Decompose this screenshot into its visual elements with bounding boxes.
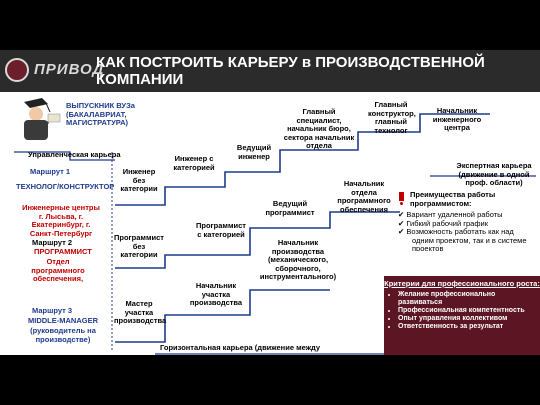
advantages-list: ✔ Вариант удаленной работы ✔ Гибкий рабо…: [398, 210, 538, 252]
criteria-block: Критерии для профессионального роста: Же…: [384, 276, 540, 355]
criteria-item: Желание профессионально развиваться: [398, 291, 540, 307]
step-site-head: Начальник участка производства: [189, 281, 243, 308]
management-career-label: Управленческая карьера: [28, 150, 121, 159]
step-production-head: Начальник производства (механического, с…: [259, 238, 337, 282]
route1-label: Маршрут 1: [30, 167, 71, 176]
advantage-projects-tail: одним проектом, так и в системе: [412, 235, 527, 245]
slide: ПРИВОД КАК ПОСТРОИТЬ КАРЬЕРУ в ПРОИЗВОДС…: [0, 50, 540, 355]
horizontal-career-label: Горизонтальная карьера (движение между: [160, 343, 321, 352]
step-site-foreman: Мастер участка производства: [114, 299, 167, 326]
graduate-figure-icon: [24, 98, 61, 140]
route3-role: MIDDLE-MANAGER: [28, 316, 98, 325]
expert-career-label: Экспертная карьера (движение в одной про…: [456, 161, 532, 188]
criteria-item: Ответственность за результат: [398, 323, 540, 331]
route2-department: Отдел программного обеспечения,: [31, 257, 85, 284]
step-engineer-no-category: Инженер без категории: [120, 167, 158, 194]
advantages-title: Преимущества работы программистом:: [410, 190, 496, 208]
header-bar: ПРИВОД КАК ПОСТРОИТЬ КАРЬЕРУ в ПРОИЗВОДС…: [0, 50, 540, 92]
advantages-block: Преимущества работы программистом:: [410, 190, 538, 208]
criteria-item: Профессиональная компетентность: [398, 307, 540, 315]
criteria-title: Критерии для профессионального роста:: [384, 279, 540, 288]
step-software-dept-head: Начальник отдела программного обеспечени…: [337, 179, 391, 214]
career-stairs: [14, 113, 536, 355]
route3-department: (руководитель на производстве): [30, 326, 96, 344]
step-chief-designer: Главный конструктор, главный технолог: [368, 100, 416, 135]
advantage-remote: ✔ Вариант удаленной работы: [398, 210, 503, 219]
advantage-projects-cut: проектов: [412, 245, 444, 252]
company-logo-icon: [5, 58, 29, 82]
step-programmer-category: Программист с категорией: [196, 221, 246, 239]
graduate-label: ВЫПУСКНИК ВУЗа (БАКАЛАВРИАТ, МАГИСТРАТУР…: [66, 101, 135, 128]
exclamation-icon: [399, 192, 404, 205]
criteria-item: Опыт управления коллективом: [398, 315, 540, 323]
engineering-centers: Инженерные центры г. Лысьва, г. Екатерин…: [22, 203, 100, 238]
route2-role: ПРОГРАММИСТ: [34, 247, 92, 256]
company-logo-text: ПРИВОД: [34, 61, 105, 78]
route2-label: Маршрут 2: [32, 238, 73, 247]
route3-label: Маршрут 3: [32, 306, 73, 315]
advantage-projects: ✔ Возможность работать как над: [398, 227, 514, 237]
step-lead-programmer: Ведущий программист: [265, 199, 315, 217]
route1-role: ТЕХНОЛОГ/КОНСТРУКТОР: [16, 182, 115, 191]
slide-title: КАК ПОСТРОИТЬ КАРЬЕРУ в ПРОИЗВОДСТВЕННОЙ…: [96, 54, 485, 88]
step-engineer-category: Инженер с категорией: [173, 154, 215, 172]
advantage-flexible: ✔ Гибкий рабочий график: [398, 218, 488, 228]
step-chief-specialist: Главный специалист, начальник бюро, сект…: [283, 107, 355, 151]
step-programmer-no-category: Программист без категории: [114, 233, 164, 260]
step-lead-engineer: Ведущий инженер: [236, 143, 272, 161]
step-engineering-center-head: Начальник инженерного центра: [432, 106, 482, 133]
